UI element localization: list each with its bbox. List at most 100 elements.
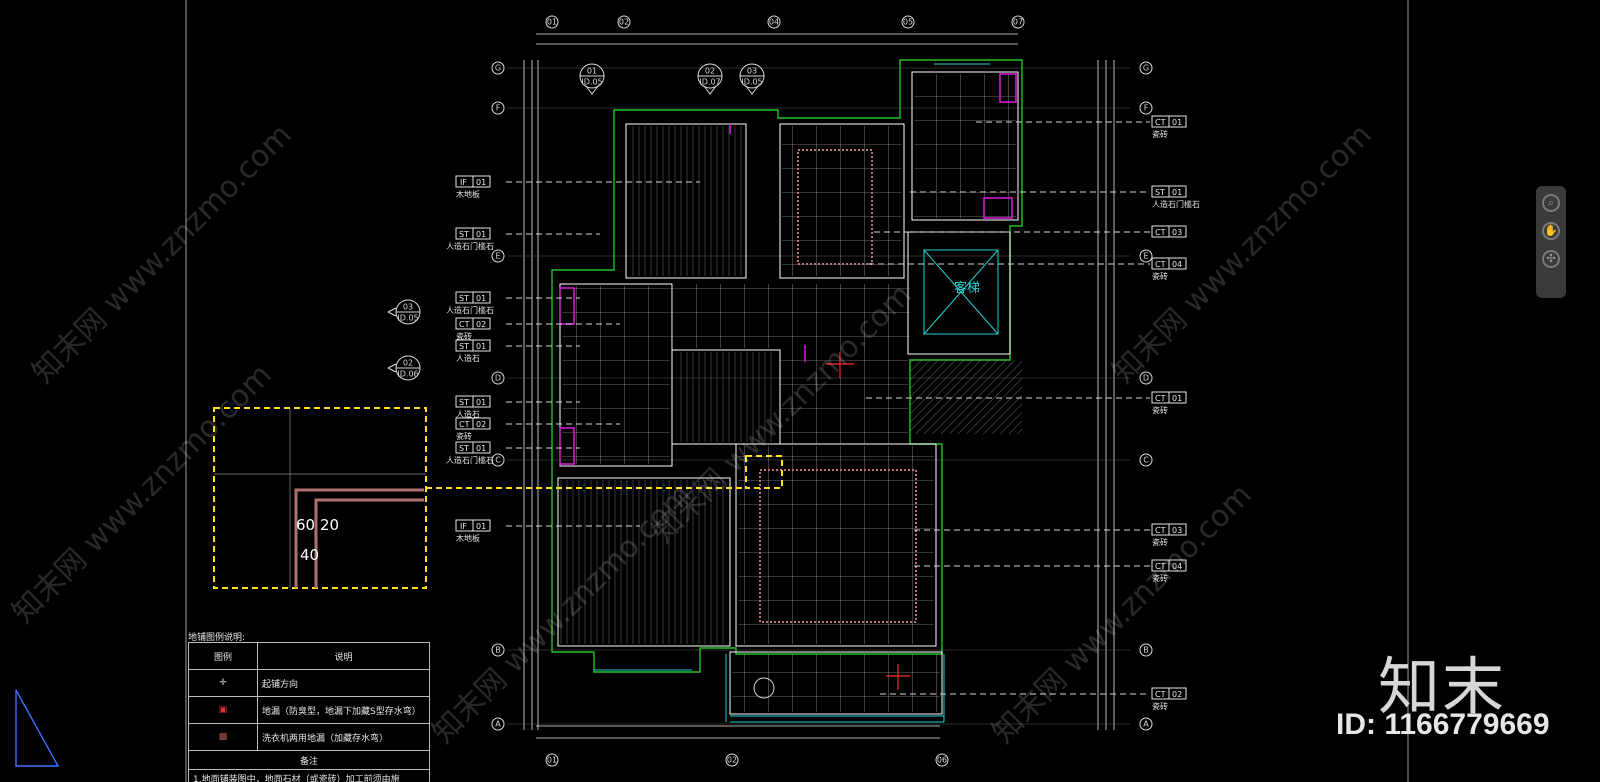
svg-text:CT: CT bbox=[1155, 394, 1166, 403]
detail-dim-40: 40 bbox=[300, 546, 319, 564]
legend-header-row: 图例 说明 bbox=[188, 642, 430, 670]
svg-text:04: 04 bbox=[1172, 260, 1182, 269]
svg-text:CT: CT bbox=[1155, 260, 1166, 269]
side-dimensions bbox=[523, 60, 1115, 730]
pan-hand-icon[interactable]: ✋ bbox=[1542, 222, 1560, 240]
svg-text:人造石: 人造石 bbox=[456, 409, 480, 419]
svg-text:F: F bbox=[1144, 104, 1149, 113]
svg-text:人造石门槛石: 人造石门槛石 bbox=[446, 305, 494, 315]
tile-grid-room-a bbox=[782, 126, 902, 276]
svg-text:瓷砖: 瓷砖 bbox=[1152, 405, 1168, 415]
wood-floor-bedroom-1 bbox=[628, 126, 744, 276]
legend-row: ✛ 起铺方向 bbox=[188, 669, 430, 697]
svg-text:B: B bbox=[1143, 646, 1149, 655]
legend-row: ▣ 地漏（防臭型，地漏下加藏S型存水弯） bbox=[188, 696, 430, 724]
svg-text:C: C bbox=[495, 456, 501, 465]
svg-text:01: 01 bbox=[547, 18, 557, 27]
svg-text:ID.07: ID.07 bbox=[699, 78, 720, 87]
floor-drain-icon: ▣ bbox=[188, 696, 258, 724]
svg-text:07: 07 bbox=[1013, 18, 1023, 27]
tile-grid-baths bbox=[562, 286, 670, 464]
svg-text:瓷砖: 瓷砖 bbox=[456, 431, 472, 441]
svg-text:人造石: 人造石 bbox=[456, 353, 480, 363]
svg-text:IF: IF bbox=[460, 522, 467, 531]
svg-text:01: 01 bbox=[476, 230, 486, 239]
svg-text:D: D bbox=[495, 374, 501, 383]
tile-grid-dining bbox=[738, 446, 934, 644]
svg-text:02: 02 bbox=[727, 756, 737, 765]
axis-bubbles-left: G F E D C B A bbox=[491, 61, 505, 731]
svg-text:ST: ST bbox=[459, 398, 469, 407]
wood-floor-bedroom-2 bbox=[560, 480, 728, 644]
elevator-label: 客梯 bbox=[954, 280, 980, 296]
detail-callout-box bbox=[745, 455, 783, 489]
legend-col-desc: 说明 bbox=[257, 642, 430, 670]
wood-floor-corridor bbox=[676, 352, 776, 442]
washer-drain-icon: ▩ bbox=[188, 723, 258, 751]
svg-text:ST: ST bbox=[459, 342, 469, 351]
top-dimensions bbox=[536, 33, 1018, 739]
legend-table: 图例 说明 ✛ 起铺方向 ▣ 地漏（防臭型，地漏下加藏S型存水弯） ▩ 洗衣机两… bbox=[188, 642, 430, 782]
svg-text:F: F bbox=[496, 104, 501, 113]
svg-text:G: G bbox=[1143, 64, 1149, 73]
svg-text:CT: CT bbox=[459, 420, 470, 429]
svg-text:02: 02 bbox=[619, 18, 629, 27]
brand-logo: 知末 bbox=[1378, 650, 1507, 723]
svg-text:人造石门槛石: 人造石门槛石 bbox=[446, 455, 494, 465]
svg-text:ST: ST bbox=[459, 294, 469, 303]
svg-text:C: C bbox=[1143, 456, 1149, 465]
start-direction-icon: ✛ bbox=[188, 669, 258, 697]
svg-text:IF: IF bbox=[460, 178, 467, 187]
svg-text:瓷砖: 瓷砖 bbox=[1152, 537, 1168, 547]
border-inset-a bbox=[797, 149, 873, 265]
elevator-car bbox=[923, 249, 999, 335]
legend-title: 地铺图例说明: bbox=[188, 633, 246, 643]
svg-text:01: 01 bbox=[1172, 394, 1182, 403]
svg-text:01: 01 bbox=[1172, 188, 1182, 197]
svg-text:06: 06 bbox=[937, 756, 947, 765]
svg-text:03: 03 bbox=[1172, 526, 1182, 535]
right-leaders bbox=[866, 121, 1150, 695]
svg-text:05: 05 bbox=[903, 18, 913, 27]
svg-text:03: 03 bbox=[1172, 228, 1182, 237]
windows bbox=[594, 63, 990, 723]
legend-row: ▩ 洗衣机两用地漏（加藏存水弯） bbox=[188, 723, 430, 751]
detail-dim-60: 60 bbox=[296, 516, 315, 534]
svg-text:ST: ST bbox=[1155, 188, 1165, 197]
svg-text:CT: CT bbox=[1155, 526, 1166, 535]
svg-text:瓷砖: 瓷砖 bbox=[456, 331, 472, 341]
legend-note-text: 1.地面铺装图中，地面石材（或瓷砖）加工前须由施 bbox=[188, 769, 430, 782]
svg-text:01: 01 bbox=[476, 178, 486, 187]
svg-text:ID.05: ID.05 bbox=[581, 78, 602, 87]
axis-bubbles-right: G F E D C B A bbox=[1139, 61, 1153, 731]
svg-text:01: 01 bbox=[476, 342, 486, 351]
svg-text:04: 04 bbox=[769, 18, 779, 27]
svg-text:03: 03 bbox=[403, 303, 413, 312]
svg-text:04: 04 bbox=[1172, 562, 1182, 571]
detail-dim-20: 20 bbox=[320, 516, 339, 534]
svg-text:02: 02 bbox=[476, 420, 486, 429]
legend-note-title: 备注 bbox=[188, 750, 430, 770]
orbit-icon[interactable]: ✣ bbox=[1542, 250, 1560, 268]
svg-text:CT: CT bbox=[1155, 118, 1166, 127]
svg-text:人造石门槛石: 人造石门槛石 bbox=[446, 241, 494, 251]
svg-text:01: 01 bbox=[587, 67, 597, 76]
svg-text:E: E bbox=[1143, 252, 1148, 261]
svg-text:ID.05: ID.05 bbox=[741, 78, 762, 87]
svg-text:G: G bbox=[495, 64, 501, 73]
left-leaders bbox=[506, 181, 700, 527]
svg-text:瓷砖: 瓷砖 bbox=[1152, 129, 1168, 139]
svg-text:瓷砖: 瓷砖 bbox=[1152, 701, 1168, 711]
zoom-icon[interactable]: ⌕ bbox=[1542, 194, 1560, 212]
svg-text:瓷砖: 瓷砖 bbox=[1152, 271, 1168, 281]
svg-text:CT: CT bbox=[1155, 228, 1166, 237]
svg-text:02: 02 bbox=[476, 320, 486, 329]
axis-bubbles-top: 01 02 04 05 07 bbox=[545, 15, 1025, 29]
svg-text:E: E bbox=[495, 252, 500, 261]
svg-text:02: 02 bbox=[403, 359, 413, 368]
north-arrow-icon bbox=[15, 689, 60, 767]
